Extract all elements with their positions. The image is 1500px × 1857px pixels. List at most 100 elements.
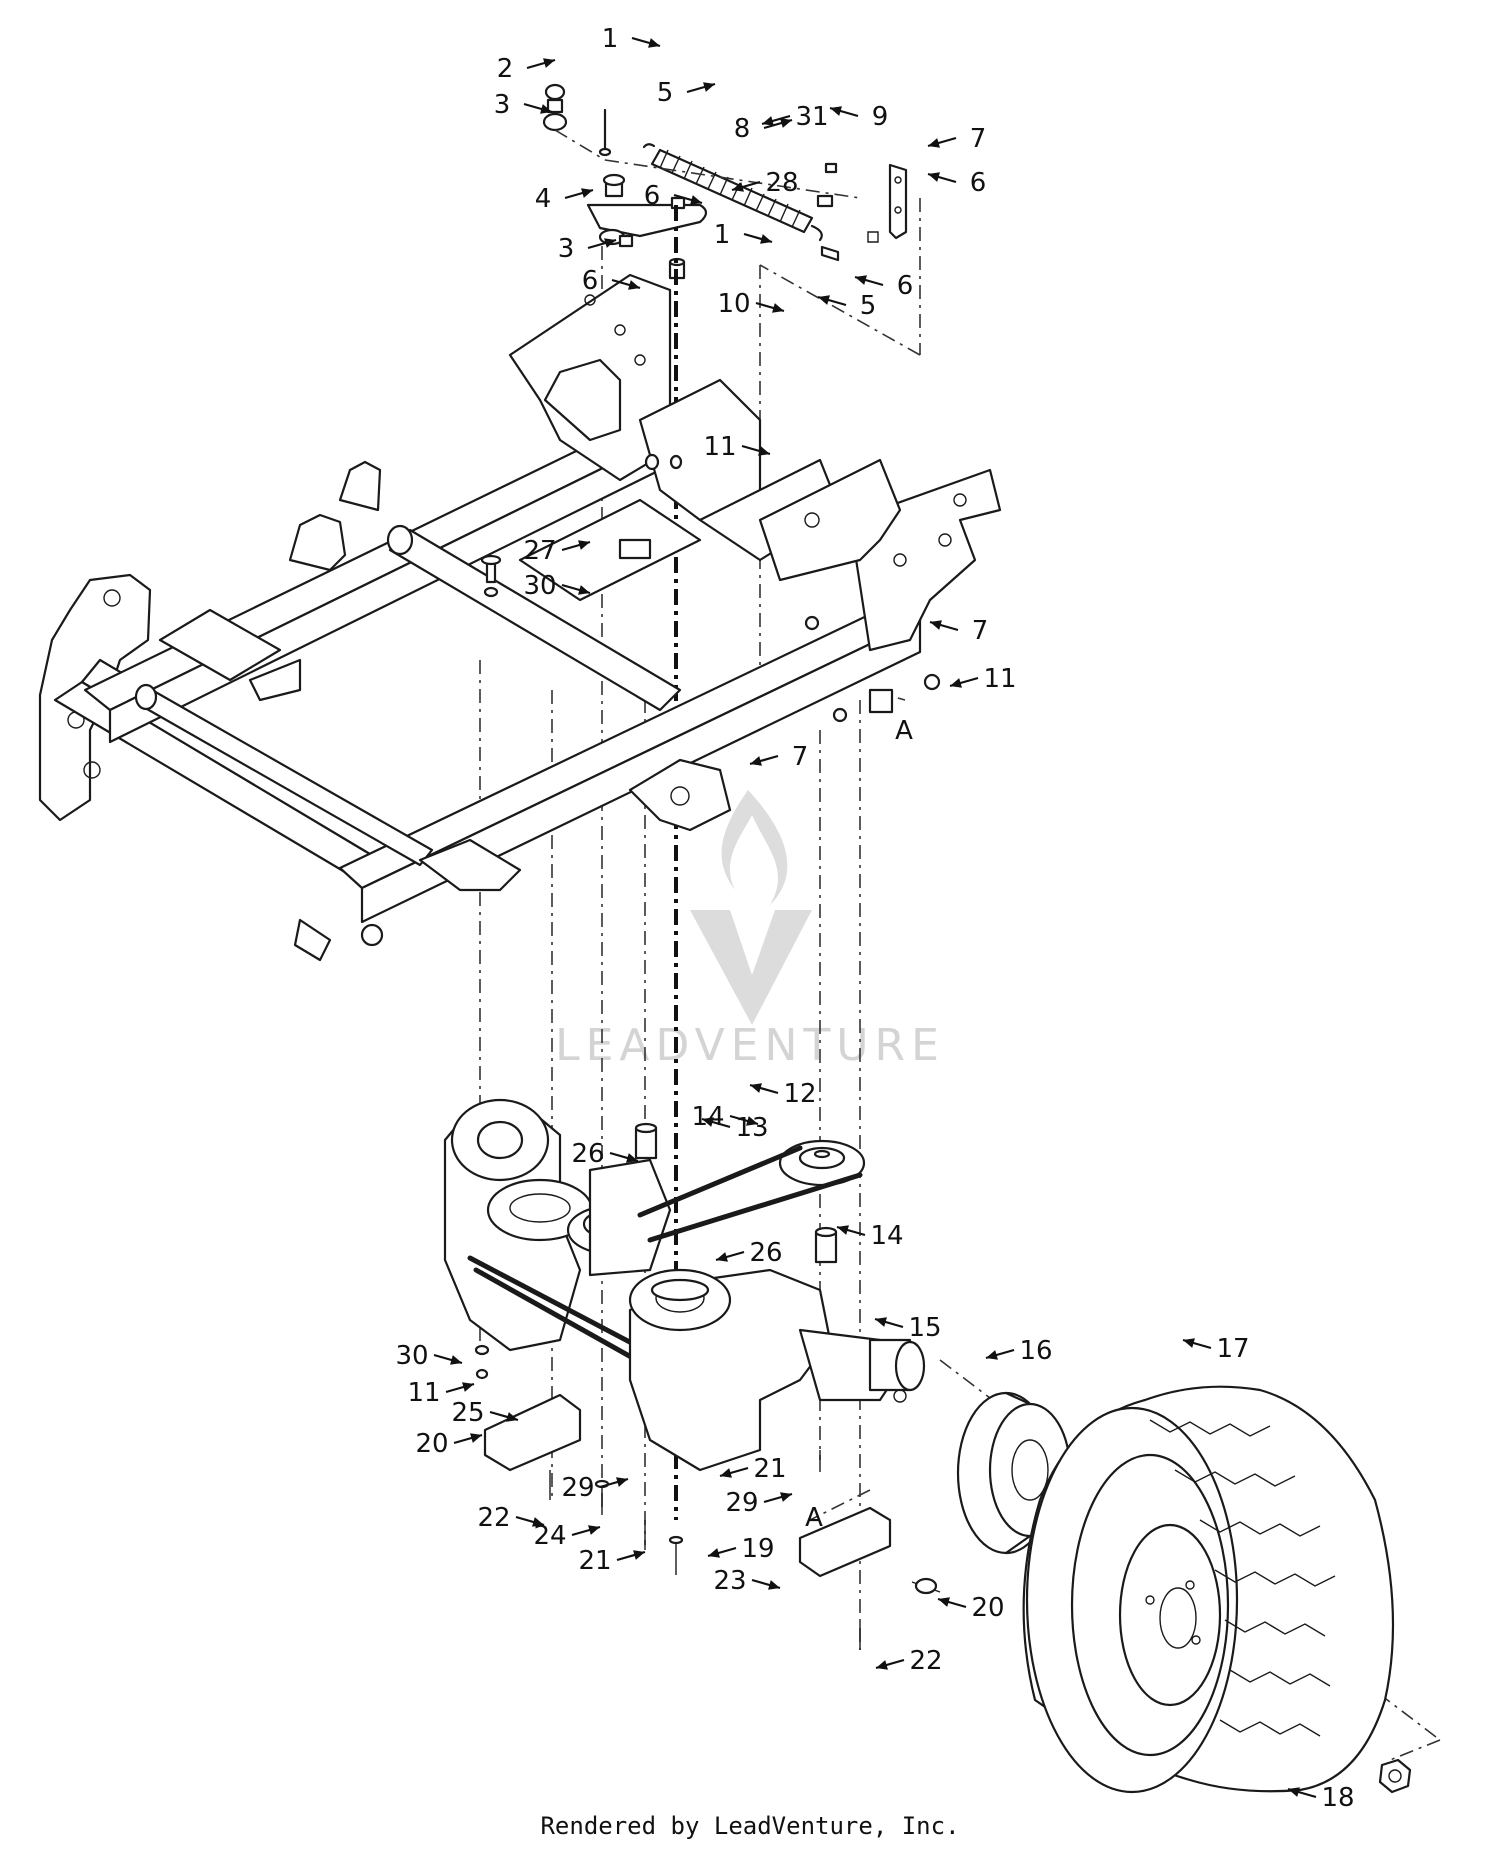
- watermark-text: LEADVENTURE: [555, 1020, 945, 1071]
- callout-arrow-head: [648, 38, 660, 48]
- callout-arrow-head: [818, 295, 830, 305]
- control-lever-assembly: [542, 83, 908, 280]
- callout-arrow-head: [930, 620, 942, 630]
- callout-number: 5: [657, 78, 674, 108]
- callout-arrow-head: [720, 1468, 732, 1478]
- callout-number: 15: [908, 1313, 941, 1343]
- callout-number: 29: [725, 1488, 758, 1518]
- callout-arrow-head: [772, 303, 784, 313]
- callout-arrow-head: [780, 118, 792, 128]
- callout-number: 6: [582, 266, 599, 296]
- callout-number: 6: [970, 168, 987, 198]
- callout-number: 26: [571, 1139, 604, 1169]
- callout-number: 14: [870, 1221, 903, 1251]
- callout-number: 30: [523, 571, 556, 601]
- callout-arrow-head: [986, 1350, 998, 1360]
- callout-arrow-head: [1183, 1338, 1195, 1348]
- callout-number: A: [805, 1503, 823, 1533]
- footer-credit: Rendered by LeadVenture, Inc.: [540, 1812, 960, 1840]
- callout-arrow-head: [780, 1492, 792, 1502]
- callout-arrow-head: [750, 1083, 762, 1093]
- callout-number: 2: [497, 54, 514, 84]
- callout-number: 11: [983, 664, 1016, 694]
- callout-arrow-head: [928, 172, 940, 182]
- callout-arrow-head: [543, 58, 555, 68]
- callout-number: 25: [451, 1398, 484, 1428]
- callout-number: 29: [561, 1473, 594, 1503]
- callout-arrow-head: [628, 280, 640, 290]
- callout-number: 1: [714, 220, 731, 250]
- callout-number: 8: [734, 114, 751, 144]
- lug-nut: [1378, 1758, 1412, 1794]
- callout-number: 1: [602, 24, 619, 54]
- callout-arrow-head: [732, 182, 744, 192]
- callout-arrow-head: [703, 82, 715, 92]
- callout-number: 21: [753, 1454, 786, 1484]
- callout-arrow-head: [716, 1252, 728, 1262]
- callout-number: A: [895, 716, 913, 746]
- watermark-logo: [690, 790, 812, 1025]
- callout-number: 9: [872, 102, 889, 132]
- callout-number: 5: [860, 291, 877, 321]
- callout-number: 6: [897, 271, 914, 301]
- callout-arrow-head: [470, 1433, 482, 1443]
- callout-arrow-head: [708, 1548, 720, 1558]
- callout-arrow-head: [837, 1225, 849, 1235]
- callout-arrow-head: [462, 1382, 474, 1392]
- callout-number: 30: [395, 1341, 428, 1371]
- callout-arrow-head: [928, 138, 940, 148]
- callout-number: 14: [691, 1102, 724, 1132]
- callout-number: 11: [407, 1378, 440, 1408]
- callout-arrow-head: [450, 1355, 462, 1365]
- callout-arrow-head: [746, 1116, 758, 1126]
- callout-arrow-head: [876, 1660, 888, 1670]
- callout-number: 22: [909, 1646, 942, 1676]
- callout-arrow-head: [702, 1117, 714, 1127]
- callout-arrow-head: [855, 275, 867, 285]
- callout-arrow-head: [578, 540, 590, 550]
- callout-number: 18: [1321, 1783, 1354, 1813]
- callout-number: 10: [717, 289, 750, 319]
- callout-arrow-head: [633, 1550, 645, 1560]
- callout-number: 23: [713, 1566, 746, 1596]
- callout-arrow-head: [532, 1517, 544, 1527]
- callout-number: 11: [703, 432, 736, 462]
- callout-number: 3: [494, 90, 511, 120]
- callout-number: 22: [477, 1503, 510, 1533]
- callout-number: 31: [795, 102, 828, 132]
- callout-arrow-head: [616, 1477, 628, 1487]
- callout-arrow-head: [588, 1525, 600, 1535]
- callout-number: 20: [971, 1593, 1004, 1623]
- callout-arrow-head: [875, 1317, 887, 1327]
- transaxle-assembly: [443, 1098, 941, 1650]
- callout-number: 28: [765, 168, 798, 198]
- callout-arrow-head: [760, 234, 772, 244]
- callout-number: 27: [523, 536, 556, 566]
- callout-number: 4: [535, 184, 552, 214]
- callout-number: 21: [578, 1546, 611, 1576]
- callout-number: 24: [533, 1521, 566, 1551]
- callout-number: 6: [644, 181, 661, 211]
- callout-number: 16: [1019, 1336, 1052, 1366]
- callout-arrow-head: [938, 1597, 950, 1607]
- callout-arrow-head: [540, 104, 552, 114]
- callout-number: 7: [792, 742, 809, 772]
- callout-arrow-head: [758, 446, 770, 456]
- callout-arrow-head: [830, 106, 842, 116]
- callout-number: 7: [970, 124, 987, 154]
- callout-number: 12: [783, 1079, 816, 1109]
- chassis-frame: [38, 273, 1002, 962]
- callout-arrow-head: [626, 1153, 638, 1163]
- callout-arrow-head: [768, 1580, 780, 1590]
- callout-number: 3: [558, 234, 575, 264]
- callout-arrow-head: [578, 585, 590, 595]
- callout-number: 7: [972, 616, 989, 646]
- callout-number: 19: [741, 1534, 774, 1564]
- callout-number: 26: [749, 1238, 782, 1268]
- callout-arrow-head: [506, 1412, 518, 1422]
- callout-arrow-head: [690, 195, 702, 205]
- callout-arrow-head: [1288, 1787, 1300, 1797]
- rear-wheel: [1022, 1385, 1395, 1794]
